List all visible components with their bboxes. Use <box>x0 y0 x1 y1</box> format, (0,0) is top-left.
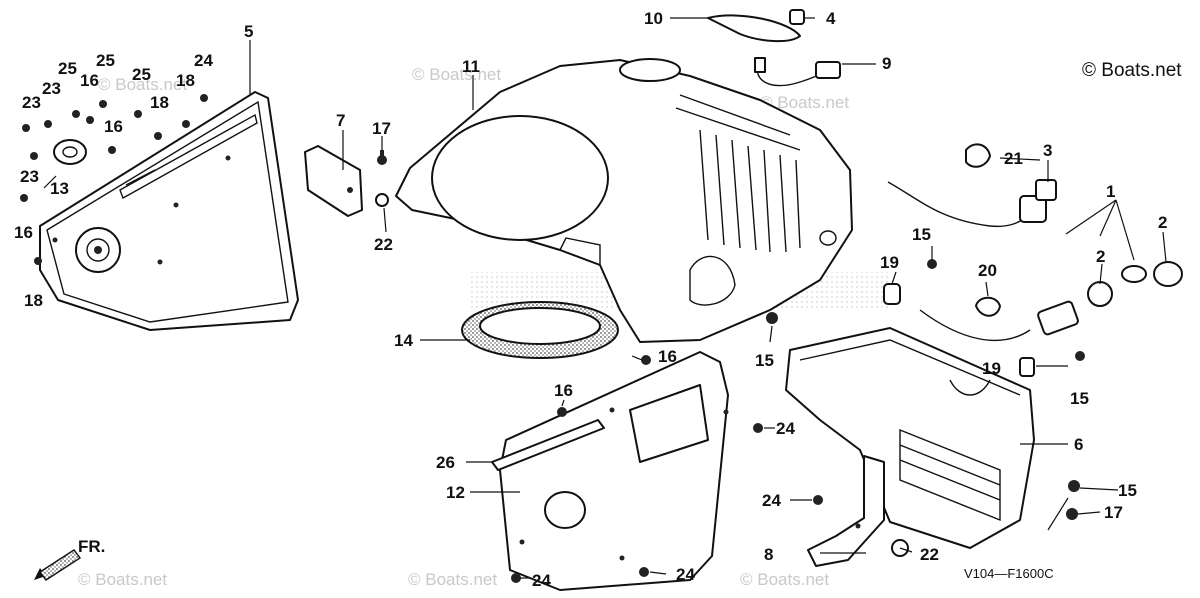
callout-16: 16 <box>80 71 99 90</box>
lower-cover-panel <box>499 351 729 591</box>
wire-harness-3 <box>887 179 1057 228</box>
nut-22-upper <box>375 193 389 207</box>
callout-5: 5 <box>244 22 253 41</box>
callout-16: 16 <box>104 117 123 136</box>
callout-26: 26 <box>436 453 455 472</box>
callout-24: 24 <box>532 571 551 590</box>
callout-18: 18 <box>24 291 43 310</box>
callout-17: 17 <box>372 119 391 138</box>
callout-4: 4 <box>826 9 836 28</box>
callout-24: 24 <box>194 51 213 70</box>
callout-15: 15 <box>1118 481 1137 500</box>
watermark-text: © Boats.net <box>760 93 849 112</box>
bolt-15-a <box>927 259 937 269</box>
callout-25: 25 <box>58 59 77 78</box>
callout-15: 15 <box>1070 389 1089 408</box>
callout-17: 17 <box>1104 503 1123 522</box>
bolt-16-cover <box>557 407 567 417</box>
callout-22: 22 <box>374 235 393 254</box>
rubber-strip <box>491 419 605 471</box>
callout-labels: 1 2 2 3 4 5 6 7 8 9 10 11 12 13 14 15 15… <box>14 9 1167 590</box>
side-cover-plate <box>39 91 299 331</box>
callout-13: 13 <box>50 179 69 198</box>
air-filter-element <box>461 301 619 359</box>
bolt-17-upper <box>377 150 387 165</box>
callout-18: 18 <box>176 71 195 90</box>
callout-8: 8 <box>764 545 773 564</box>
callout-23: 23 <box>20 167 39 186</box>
support-bracket <box>807 455 885 567</box>
callout-19: 19 <box>880 253 899 272</box>
callout-12: 12 <box>446 483 465 502</box>
front-direction-arrow: FR. <box>34 537 105 581</box>
callout-15: 15 <box>912 225 931 244</box>
bolt-16-shroud <box>641 355 651 365</box>
main-shroud <box>395 58 853 343</box>
lower-tray-housing <box>785 327 1035 549</box>
fuel-tank-cap <box>707 9 805 43</box>
leader-lines <box>43 17 1167 579</box>
callout-24: 24 <box>762 491 781 510</box>
callout-23: 23 <box>22 93 41 112</box>
copyright-brand: © Boats.net <box>1082 60 1182 81</box>
watermark-text: © Boats.net <box>412 65 501 84</box>
bolt-cluster-left <box>20 94 208 265</box>
callout-23: 23 <box>42 79 61 98</box>
bolt-15-d <box>1068 480 1080 492</box>
clip-21 <box>965 143 991 168</box>
grommet-19-lower <box>1019 357 1035 377</box>
bolt-17-lower <box>1066 508 1078 520</box>
watermark-text: © Boats.net <box>98 75 187 94</box>
bolt-24-cover-bottom-right <box>639 567 649 577</box>
callout-16: 16 <box>14 223 33 242</box>
callout-16: 16 <box>658 347 677 366</box>
watermark-text: © Boats.net <box>740 570 829 589</box>
callout-9: 9 <box>882 54 891 73</box>
wire-harness-9 <box>754 57 841 87</box>
watermark-text: © Boats.net <box>408 570 497 589</box>
mounting-bracket <box>304 145 363 217</box>
bolt-24-cover-bottom-left <box>511 573 521 583</box>
callout-1: 1 <box>1106 182 1115 201</box>
callout-21: 21 <box>1004 149 1023 168</box>
callout-16: 16 <box>554 381 573 400</box>
callout-22: 22 <box>920 545 939 564</box>
callout-2: 2 <box>1158 213 1167 232</box>
direction-label: FR. <box>78 537 105 556</box>
callout-10: 10 <box>644 9 663 28</box>
rubber-grommet <box>53 139 87 165</box>
bolt-24-cover-right <box>753 423 763 433</box>
callout-11: 11 <box>462 57 480 76</box>
grommet-19-upper <box>883 283 901 305</box>
callout-25: 25 <box>132 65 151 84</box>
callout-19: 19 <box>982 359 1001 378</box>
clip-20 <box>975 296 1001 317</box>
watermark-text: © Boats.net <box>78 570 167 589</box>
callout-24: 24 <box>676 565 695 584</box>
callout-18: 18 <box>150 93 169 112</box>
callout-15: 15 <box>755 351 774 370</box>
callout-25: 25 <box>96 51 115 70</box>
bolt-24-tray <box>813 495 823 505</box>
bolt-15-b <box>766 312 778 324</box>
diagram-code: V104—F1600C <box>964 566 1054 581</box>
ignition-switch <box>919 261 1183 342</box>
callout-14: 14 <box>394 331 413 350</box>
callout-2: 2 <box>1096 247 1105 266</box>
callout-6: 6 <box>1074 435 1083 454</box>
callout-7: 7 <box>336 111 345 130</box>
callout-24: 24 <box>776 419 795 438</box>
callout-3: 3 <box>1043 141 1052 160</box>
bolt-15-c <box>1075 351 1085 361</box>
callout-20: 20 <box>978 261 997 280</box>
